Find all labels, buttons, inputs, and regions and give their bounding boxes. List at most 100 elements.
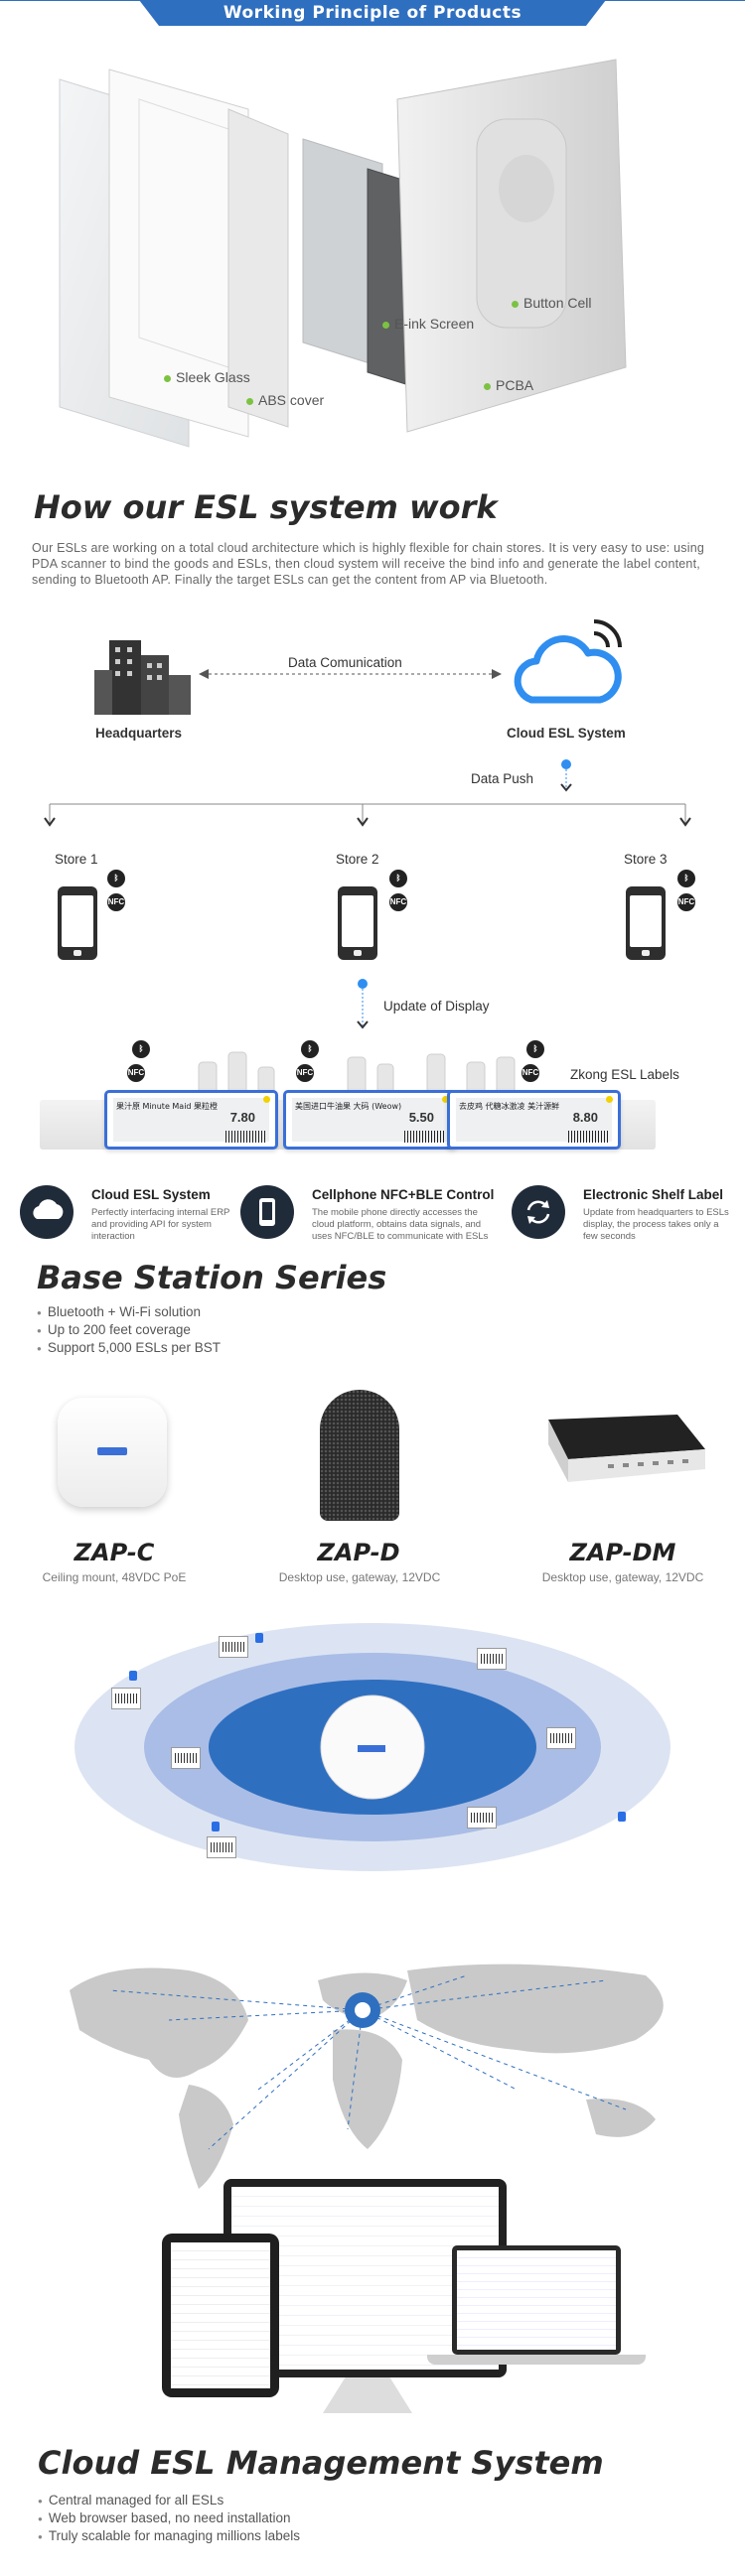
product-desc-zap-d: Desktop use, gateway, 12VDC xyxy=(278,1570,441,1584)
led-indicator xyxy=(606,1096,613,1103)
nfc-icon: NFC xyxy=(677,893,695,911)
data-comm-arrow xyxy=(199,669,502,679)
esl-screen: 美国进口牛油果 大码 (Weow) xyxy=(292,1098,448,1142)
marker-dot xyxy=(512,300,519,308)
esl-tag-2: 美国进口牛油果 大码 (Weow) 5.50 xyxy=(283,1090,457,1150)
how-title: How our ESL system work xyxy=(34,488,498,526)
store-3-label: Store 3 xyxy=(624,852,668,867)
store-2-phone-icon xyxy=(338,886,377,960)
esl-tag-icon xyxy=(207,1836,236,1858)
exploded-product-illustration xyxy=(59,59,627,448)
coverage-diagram xyxy=(74,1623,670,1871)
bluetooth-icon xyxy=(255,1633,263,1643)
feature-title-esl: Electronic Shelf Label xyxy=(583,1187,724,1202)
tablet-illustration xyxy=(162,2234,279,2397)
label-button-cell: Button Cell xyxy=(512,295,591,311)
banner-title: Working Principle of Products xyxy=(223,3,522,23)
laptop-illustration xyxy=(452,2245,621,2355)
product-name-zap-d: ZAP-D xyxy=(317,1539,400,1566)
esl-tag-icon xyxy=(467,1807,497,1829)
label-sleek-glass: Sleek Glass xyxy=(164,369,250,385)
esl-tag-icon xyxy=(546,1727,576,1749)
world-map-illustration xyxy=(70,1964,664,2189)
store-3-phone-icon xyxy=(626,886,666,960)
cloud-icon xyxy=(514,619,622,704)
marker-dot xyxy=(246,397,253,405)
barcode-icon xyxy=(404,1131,446,1143)
logo-mark xyxy=(97,1447,127,1455)
led-indicator xyxy=(442,1096,449,1103)
distribution-lines xyxy=(44,759,691,827)
nfc-icon: NFC xyxy=(127,1064,145,1082)
bluetooth-icon: ᛒ xyxy=(132,1040,150,1058)
marker-dot xyxy=(164,374,171,382)
feature-title-cloud: Cloud ESL System xyxy=(91,1187,211,1202)
store-1-phone-icon xyxy=(58,886,97,960)
esl-price: 7.80 xyxy=(229,1110,255,1125)
esl-tag-icon xyxy=(219,1636,248,1658)
banner-ribbon xyxy=(0,0,745,26)
label-eink-screen: E-ink Screen xyxy=(382,316,474,332)
headquarters-label: Headquarters xyxy=(95,726,183,741)
feature-desc-esl: Update from headquarters to ESLs display… xyxy=(583,1207,729,1242)
zap-dm-device xyxy=(528,1415,707,1484)
nfc-icon: NFC xyxy=(107,893,125,911)
product-name-zap-dm: ZAP-DM xyxy=(569,1539,676,1566)
bluetooth-icon xyxy=(618,1812,626,1822)
cloud-label: Cloud ESL System xyxy=(507,726,626,741)
feature-desc-cloud: Perfectly interfacing internal ERP and p… xyxy=(91,1207,230,1242)
bluetooth-icon xyxy=(212,1822,220,1831)
data-push-label: Data Push xyxy=(471,771,534,786)
bluetooth-icon: ᛒ xyxy=(677,870,695,887)
esl-price: 5.50 xyxy=(408,1110,434,1125)
bluetooth-icon xyxy=(129,1671,137,1681)
data-comm-label: Data Comunication xyxy=(288,655,402,670)
laptop-base xyxy=(427,2355,646,2365)
bluetooth-icon: ᛒ xyxy=(526,1040,544,1058)
marker-dot xyxy=(382,321,389,329)
list-item: Truly scalable for managing millions lab… xyxy=(38,2527,300,2545)
nfc-icon: NFC xyxy=(522,1064,539,1082)
cloud-mgmt-bullets: Central managed for all ESLs Web browser… xyxy=(38,2492,300,2545)
barcode-icon xyxy=(568,1131,610,1143)
product-desc-zap-c: Ceiling mount, 48VDC PoE xyxy=(42,1570,187,1584)
monitor-stand xyxy=(323,2377,412,2413)
phone-feature-icon xyxy=(240,1185,294,1239)
feature-title-nfc: Cellphone NFC+BLE Control xyxy=(312,1187,495,1202)
store-1-label: Store 1 xyxy=(55,852,98,867)
cloud-feature-icon xyxy=(20,1185,74,1239)
how-paragraph: Our ESLs are working on a total cloud ar… xyxy=(32,541,704,587)
bluetooth-icon: ᛒ xyxy=(301,1040,319,1058)
esl-tag-3: 去皮鸡 代糖冰激凌 美汁源鲜 8.80 xyxy=(447,1090,621,1150)
sync-feature-icon xyxy=(512,1185,565,1239)
label-abs-cover: ABS cover xyxy=(246,392,324,408)
esl-tag-icon xyxy=(477,1648,507,1670)
tablet-screen xyxy=(171,2242,270,2388)
zap-d-device xyxy=(320,1390,399,1521)
bluetooth-icon: ᛒ xyxy=(389,870,407,887)
base-title: Base Station Series xyxy=(37,1259,387,1296)
base-bullets: Bluetooth + Wi-Fi solution Up to 200 fee… xyxy=(37,1303,221,1357)
update-label: Update of Display xyxy=(383,999,490,1014)
list-item: Central managed for all ESLs xyxy=(38,2492,300,2509)
list-item: Web browser based, no need installation xyxy=(38,2509,300,2527)
product-desc-zap-dm: Desktop use, gateway, 12VDC xyxy=(541,1570,704,1584)
zap-c-device xyxy=(58,1398,167,1507)
bluetooth-icon: ᛒ xyxy=(107,870,125,887)
esl-tag-1: 果汁原 Minute Maid 果粒橙 7.80 xyxy=(104,1090,278,1150)
cloud-mgmt-title: Cloud ESL Management System xyxy=(38,2444,604,2482)
feature-desc-nfc: The mobile phone directly accesses the c… xyxy=(312,1207,489,1242)
marker-dot xyxy=(484,382,491,390)
esl-tag-icon xyxy=(171,1747,201,1769)
led-indicator xyxy=(263,1096,270,1103)
label-pcba: PCBA xyxy=(484,377,533,393)
product-name-zap-c: ZAP-C xyxy=(74,1539,155,1566)
esl-tag-icon xyxy=(111,1688,141,1709)
laptop-screen xyxy=(457,2250,616,2350)
esl-price: 8.80 xyxy=(572,1110,598,1125)
update-arrow xyxy=(357,979,369,1029)
barcode-icon xyxy=(225,1131,267,1143)
list-item: Bluetooth + Wi-Fi solution xyxy=(37,1303,221,1321)
list-item: Up to 200 feet coverage xyxy=(37,1321,221,1339)
nfc-icon: NFC xyxy=(389,893,407,911)
